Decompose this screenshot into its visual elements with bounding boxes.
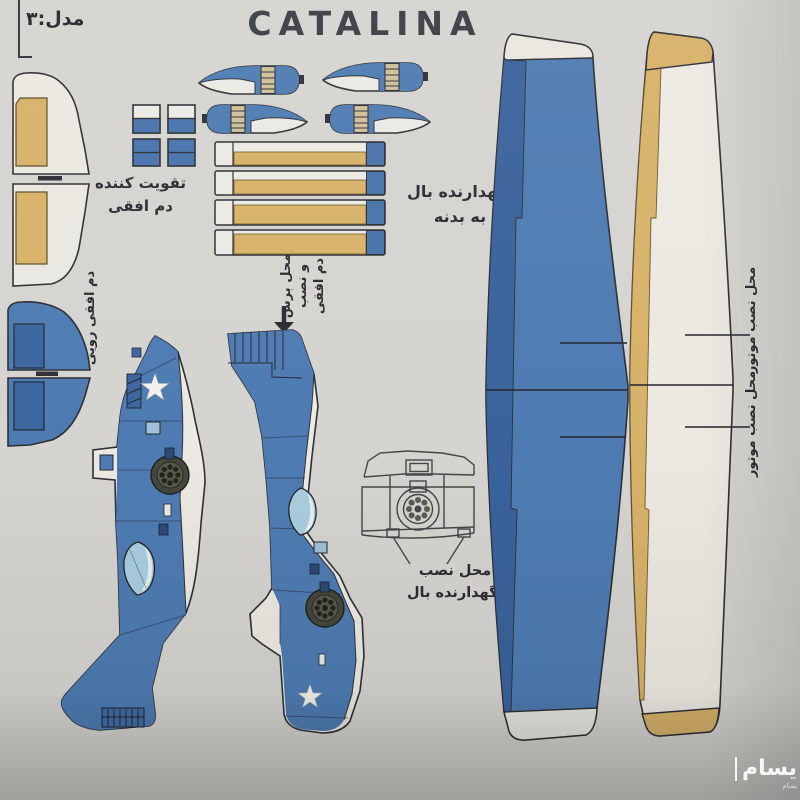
wing-tip-cap-top: [503, 33, 594, 61]
star-insignia: [139, 372, 171, 401]
watermark-text: یسام: [741, 756, 797, 781]
center-slot-mark: [36, 371, 58, 376]
model-number-label: مدل:۳: [26, 8, 85, 30]
rudder-stripes: [228, 331, 303, 379]
leader-line-right: [446, 536, 465, 565]
engine-mount-label-lower: محل نصب موتور: [744, 370, 759, 478]
waist-blister: [288, 487, 317, 536]
wing-tip-cap-bottom: [641, 707, 720, 737]
watermark: یسام یسام: [731, 756, 797, 790]
leader-line-left: [392, 536, 411, 565]
wing-strut-front-view-drawing: [361, 450, 475, 565]
nose-hatch: [101, 707, 145, 728]
aileron-strip: [629, 67, 662, 701]
white-horizontal-stabilizer-part: [12, 72, 90, 287]
page-title: CATALINA: [247, 4, 483, 43]
engine-cowl: [305, 581, 345, 628]
wing-to-body-holder-label: نگهدارنده بال به بدنه: [407, 182, 513, 226]
tail-reinforcer-squares-parts: [132, 104, 196, 167]
wing-tip-cap-bottom: [503, 707, 598, 741]
blue-horizontal-stabilizer-part: [7, 301, 92, 447]
engine-nacelle-parts: [198, 62, 431, 134]
watermark-subtext: یسام: [782, 782, 797, 790]
strut-mount-label: محل نصب نگهدارنده بال: [406, 563, 504, 602]
down-arrow-icon: [274, 306, 294, 333]
star-insignia: [296, 683, 324, 709]
blue-wing-part: [485, 33, 629, 741]
fuselage-right-half-part: [227, 329, 365, 734]
fuselage-left-half-part: [60, 335, 206, 731]
watermark-bar: [734, 756, 737, 781]
aileron-strip: [485, 56, 527, 713]
frame-corner-line: [18, 0, 32, 58]
white-wing-part: [629, 31, 750, 737]
wing-tip-cap-top: [645, 31, 714, 71]
center-slot-mark: [38, 176, 62, 181]
engine-cowl: [150, 447, 190, 495]
engine-mount-label-upper: محل نصب موتور: [744, 266, 759, 374]
wing-holder-strips-parts: [214, 141, 386, 256]
tail-reinforcer-label: تقویت کننده دم افقی: [94, 174, 187, 216]
rudder-hatch-panel: [126, 373, 142, 409]
waist-blister: [123, 541, 156, 596]
